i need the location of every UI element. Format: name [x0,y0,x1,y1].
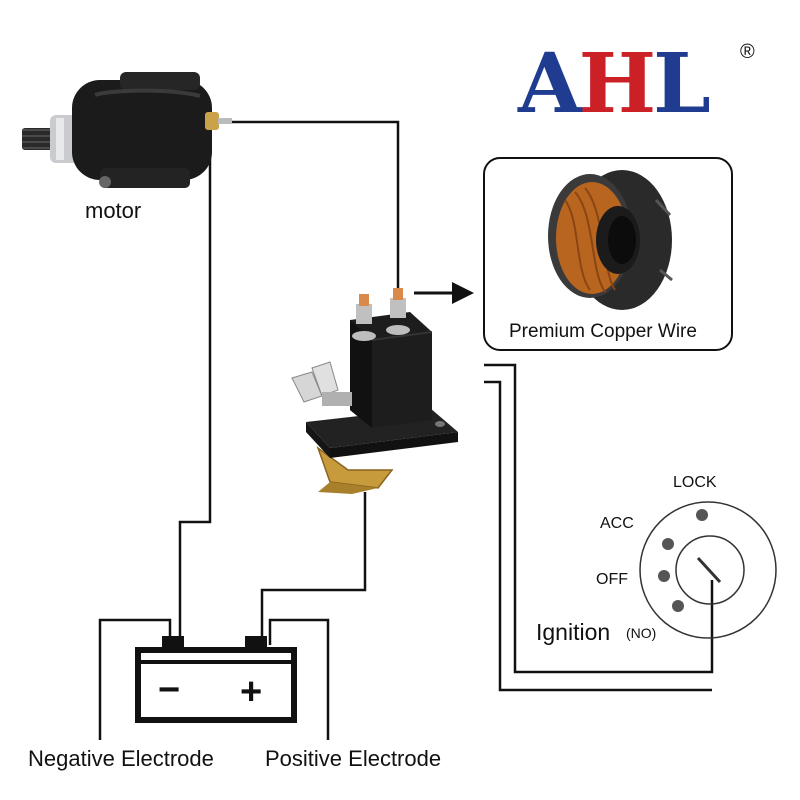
wire-motor-to-solenoid [230,120,400,290]
wire-negative-label-lead [98,618,172,740]
logo-letter-l: L [653,36,709,132]
battery-plus-sign: + [240,671,262,713]
negative-electrode-label: Negative Electrode [28,746,214,771]
positive-electrode-label: Positive Electrode [265,746,441,771]
starter-motor-icon [22,72,232,188]
brand-logo: AHL ® [517,36,755,132]
callout-label: Premium Copper Wire [509,321,697,342]
copper-wire-spool-icon [548,170,673,310]
wire-positive-label-lead [268,618,330,740]
ignition-key-switch-icon [639,501,777,639]
logo-letter-a: A [517,36,583,132]
logo-letter-h: H [579,36,653,132]
wire-motor-to-negative [178,150,212,645]
ignition-note: (NO) [626,625,656,641]
wire-solenoid-to-ignition-inner [484,363,714,674]
ignition-position-lock: LOCK [673,474,717,491]
ignition-label: Ignition [536,619,610,645]
battery-icon: − + [135,636,297,723]
ignition-position-acc: ACC [600,515,634,532]
wire-solenoid-to-ignition-outer [484,380,712,692]
registered-mark: ® [740,41,755,63]
svg-text:AHL: AHL [517,36,709,132]
motor-label: motor [85,198,141,223]
ignition-position-off: OFF [596,571,628,588]
solenoid-relay-icon [291,288,458,494]
wires [98,120,714,740]
battery-minus-sign: − [158,669,180,711]
arrow-right-icon [414,282,474,304]
copper-wire-callout: Premium Copper Wire [483,157,733,351]
wire-solenoid-to-positive [260,492,367,645]
